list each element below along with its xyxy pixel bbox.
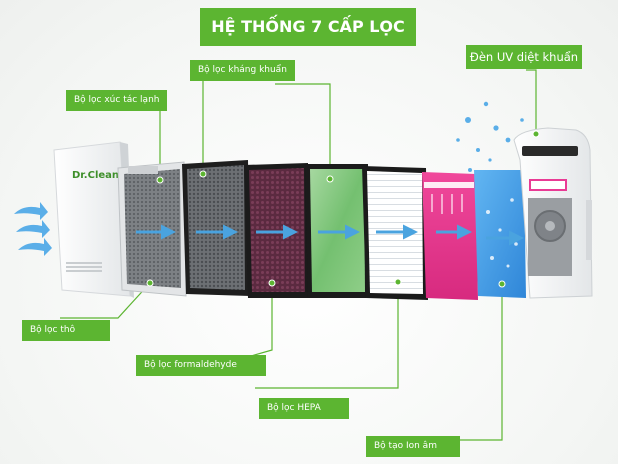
brand-logo: Dr.Clean <box>72 170 119 181</box>
connector-dots <box>146 130 540 288</box>
label-coarse-filter: Bộ lọc thô <box>22 320 110 341</box>
label-formaldehyde-filter: Bộ lọc formaldehyde <box>136 355 266 376</box>
ion-generator-filter <box>474 170 526 298</box>
water-droplets <box>456 101 524 172</box>
purifier-body <box>513 127 593 299</box>
cold-catalyst-filter <box>182 160 250 296</box>
label-antibacterial-filter: Bộ lọc kháng khuẩn <box>190 60 295 81</box>
pink-filter <box>422 172 478 300</box>
label-cold-catalyst-filter: Bộ lọc xúc tác lạnh <box>66 90 168 111</box>
label-hepa-filter: Bộ lọc HEPA <box>259 398 349 419</box>
fan-grille <box>528 198 572 276</box>
coarse-filter <box>117 161 187 297</box>
airflow-arrows <box>136 224 524 246</box>
page-title: HỆ THỐNG 7 CẤP LỌC <box>200 8 416 46</box>
label-ion-generator: Bộ tạo Ion âm <box>366 436 460 457</box>
label-uv-lamp: Đèn UV diệt khuẩn <box>466 45 582 69</box>
incoming-air-arrows <box>14 202 52 256</box>
